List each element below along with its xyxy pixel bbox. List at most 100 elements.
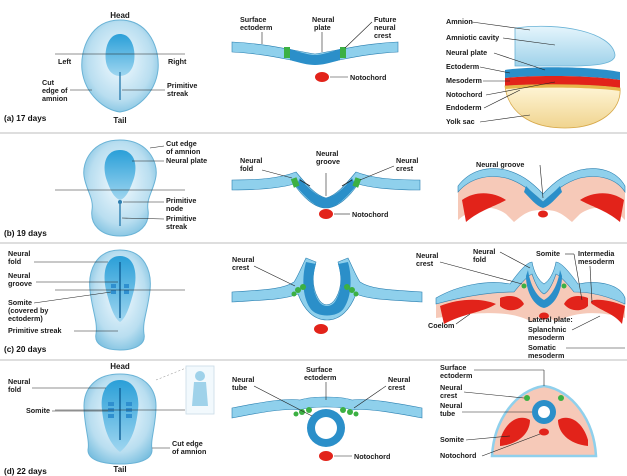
notochord-label: Notochord (354, 452, 390, 461)
notochord-label: Notochord (350, 73, 386, 82)
leader-line (440, 262, 522, 284)
leader-line (345, 22, 372, 48)
left-label: Left (58, 57, 72, 66)
tail-label: Tail (113, 465, 126, 474)
leader-line (254, 266, 295, 286)
neural-crest-label: Neuralcrest (232, 255, 254, 272)
neural-tube-lumen (315, 417, 337, 439)
head-label: Head (110, 11, 130, 20)
somite-block (108, 414, 114, 418)
neural-crest-cell (349, 287, 355, 293)
leader-line (480, 115, 530, 122)
somite-block (108, 402, 114, 406)
neural-crest-cell (354, 292, 359, 297)
neural-crest-right (340, 47, 346, 58)
endoderm-label: Endoderm (446, 103, 482, 112)
amnion-label: Amnion (446, 17, 473, 26)
inset-head (195, 371, 205, 381)
neural-plate-region (106, 34, 135, 76)
notochord-label: Notochord (446, 90, 482, 99)
leader-line (150, 146, 164, 148)
panel-a: Head Left Right Tail Cutedge ofamnion Pr… (4, 11, 620, 128)
neural-crest-cell (306, 407, 312, 413)
notochord-label: Notochord (440, 451, 476, 460)
neural-crest-cell (562, 284, 567, 289)
ectoderm-label: Ectoderm (446, 62, 479, 71)
neural-fold-label: Neuralfold (8, 377, 30, 394)
primitive-streak-label: Primitivestreak (167, 81, 197, 98)
neural-crest-cell (300, 284, 306, 290)
leader-line (500, 252, 530, 268)
somite-block (126, 402, 132, 406)
splanchnic-label: Splanchnicmesoderm (528, 325, 566, 342)
leader-line (464, 392, 524, 398)
intermediate-mesoderm-label: Intermediamesoderm (578, 249, 615, 266)
neural-crest-cell (292, 292, 297, 297)
neural-crest-cell (522, 284, 527, 289)
notochord-shape (539, 429, 549, 436)
leader-line (572, 316, 600, 330)
inset-link (156, 368, 186, 380)
coelom-label: Coelom (428, 321, 454, 330)
stage-label: (c) 20 days (4, 345, 47, 354)
stage-label: (d) 22 days (4, 467, 47, 476)
notochord-shape (538, 211, 548, 218)
amniotic-cavity-label: Amniotic cavity (446, 33, 499, 42)
neural-plate-label: Neural plate (446, 48, 487, 57)
stage-label: (b) 19 days (4, 229, 47, 238)
somite-block (111, 290, 116, 294)
somite-label: Somite (536, 249, 560, 258)
leader-line (472, 22, 530, 30)
notochord-shape (319, 451, 333, 461)
head-label: Head (110, 362, 130, 371)
yolk-sac-shape (505, 85, 620, 128)
notochord-shape (319, 209, 333, 219)
notochord-shape (314, 324, 328, 334)
somite-block (126, 414, 132, 418)
notochord-shape (315, 72, 329, 82)
somite-label: Somite (440, 435, 464, 444)
neural-crest-cell (558, 395, 564, 401)
neural-tube-lumen (538, 406, 550, 418)
somite-label: Somite (26, 406, 50, 415)
primitive-node (118, 200, 122, 204)
neural-crest-label: Neuralcrest (396, 156, 418, 173)
neural-fold-label: Neuralfold (8, 249, 30, 266)
neural-crest-cell (354, 412, 359, 417)
neural-tube-label: Neuraltube (232, 375, 254, 392)
neural-crest-cell (294, 412, 299, 417)
mesoderm-label: Mesoderm (446, 76, 482, 85)
surface-ectoderm-label: Surfaceectoderm (240, 15, 272, 32)
neural-crest-cell (347, 409, 353, 415)
tail-label: Tail (113, 116, 126, 125)
somite-block (124, 284, 129, 288)
panel-d: Head Neuralfold Somite Cut edgeof amnion… (4, 362, 596, 476)
neural-fold-label: Neuralfold (473, 247, 495, 264)
amnion-shape (515, 26, 615, 66)
lateral-plate-label: Lateral plate: (528, 315, 573, 324)
neural-crest-left (284, 47, 290, 58)
primitive-streak-label: Primitive streak (8, 326, 62, 335)
inset-body (192, 382, 208, 406)
neural-crest-label: Neuralcrest (416, 251, 438, 268)
right-label: Right (168, 57, 187, 66)
neural-crest-cell (344, 284, 350, 290)
notochord-label: Notochord (352, 210, 388, 219)
somite-block (124, 290, 129, 294)
neural-groove-label: Neural groove (476, 160, 524, 169)
neural-plate-layer (290, 49, 340, 65)
